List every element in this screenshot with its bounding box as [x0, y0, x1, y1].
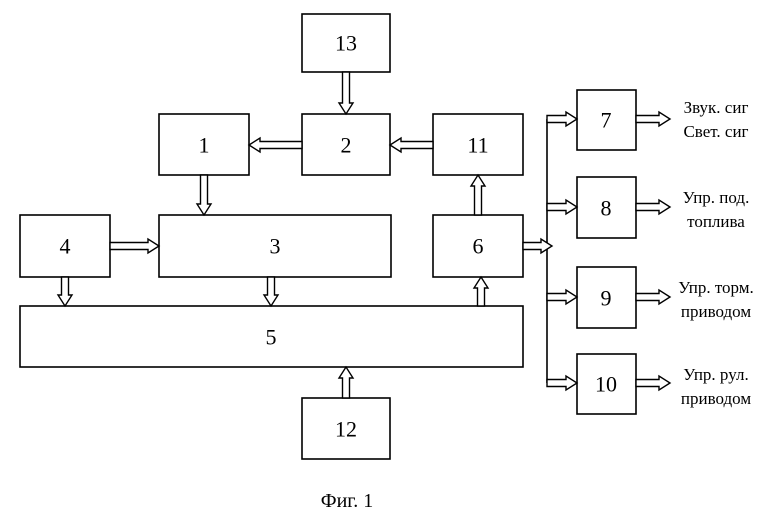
arrow-12-to-5 — [339, 367, 353, 398]
block-3-label: 3 — [270, 234, 281, 259]
block-7: 7 — [577, 90, 636, 150]
block-9: 9 — [577, 267, 636, 328]
output-9-line-2: приводом — [681, 302, 751, 321]
output-7-line-1: Звук. сиг — [684, 98, 749, 117]
arrow-bus-to-8 — [547, 200, 577, 214]
block-13-label: 13 — [335, 31, 357, 56]
block-8: 8 — [577, 177, 636, 238]
output-8-line-1: Упр. под. — [683, 188, 750, 207]
block-7-label: 7 — [601, 108, 612, 133]
arrow-6-to-11 — [471, 175, 485, 215]
arrow-2-to-1 — [249, 138, 302, 152]
output-8-line-2: топлива — [687, 212, 745, 231]
block-4: 4 — [20, 215, 110, 277]
arrow-bus-to-7 — [547, 112, 577, 126]
block-2-label: 2 — [341, 133, 352, 158]
figure-caption: Фиг. 1 — [321, 490, 373, 512]
arrow-7-out — [636, 112, 670, 126]
arrow-1-to-3 — [197, 175, 211, 215]
block-6-label: 6 — [473, 234, 484, 259]
block-1: 1 — [159, 114, 249, 175]
arrow-11-to-2 — [390, 138, 433, 152]
output-7-line-2: Свет. сиг — [683, 122, 748, 141]
block-13: 13 — [302, 14, 390, 72]
block-4-label: 4 — [60, 234, 71, 259]
block-11: 11 — [433, 114, 523, 175]
arrow-8-out — [636, 200, 670, 214]
output-label-10: Упр. рул. приводом — [681, 365, 751, 408]
output-10-line-1: Упр. рул. — [683, 365, 748, 384]
output-label-8: Упр. под. топлива — [683, 188, 750, 231]
block-12: 12 — [302, 398, 390, 459]
block-5-label: 5 — [266, 325, 277, 350]
output-label-9: Упр. торм. приводом — [678, 278, 754, 321]
arrow-9-out — [636, 290, 670, 304]
arrow-bus-to-9 — [547, 290, 577, 304]
block-12-label: 12 — [335, 417, 357, 442]
arrow-4-to-5 — [58, 277, 72, 306]
arrow-bus-to-10 — [547, 376, 577, 390]
output-label-7: Звук. сиг Свет. сиг — [683, 98, 748, 141]
block-1-label: 1 — [199, 133, 210, 158]
arrow-5-to-6 — [474, 277, 488, 306]
output-9-line-1: Упр. торм. — [678, 278, 754, 297]
block-3: 3 — [159, 215, 391, 277]
block-8-label: 8 — [601, 196, 612, 221]
block-11-label: 11 — [467, 133, 488, 158]
block-5: 5 — [20, 306, 523, 367]
block-9-label: 9 — [601, 286, 612, 311]
block-6: 6 — [433, 215, 523, 277]
block-10-label: 10 — [595, 372, 617, 397]
output-10-line-2: приводом — [681, 389, 751, 408]
arrow-10-out — [636, 376, 670, 390]
block-2: 2 — [302, 114, 390, 175]
arrow-13-to-2 — [339, 72, 353, 114]
block-10: 10 — [577, 354, 636, 414]
arrow-4-to-3 — [110, 239, 159, 253]
arrow-3-to-5 — [264, 277, 278, 306]
